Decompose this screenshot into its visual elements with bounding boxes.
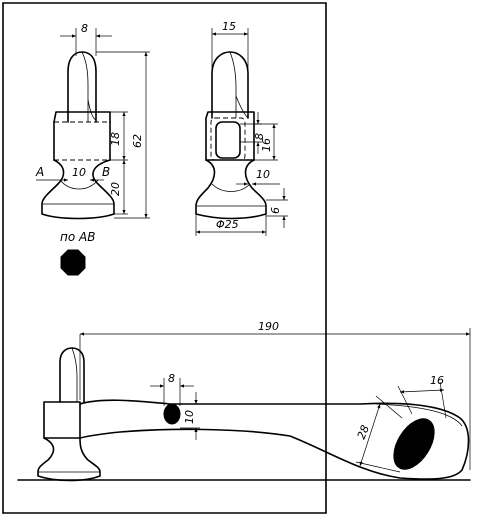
dim-top-left-base: 20: [109, 182, 122, 196]
head-side-dimensions: 8 62 18 20 A 10 B: [35, 22, 150, 219]
dim-hole-height: 10: [183, 410, 196, 424]
dim-top-right-base: 6: [269, 207, 282, 214]
head-side-view: [41, 51, 115, 220]
dim-overall-length: 190: [258, 320, 279, 333]
dim-hole-width: 8: [168, 372, 175, 385]
hammer-full-view: [17, 347, 471, 482]
section-label-b: B: [102, 165, 110, 179]
head-front-view: [195, 51, 267, 220]
dim-top-right-slot-height: 16: [260, 138, 273, 152]
section-ab: по АВ: [60, 230, 95, 276]
dim-top-left-waist: 10: [72, 166, 86, 179]
dim-top-left-collar: 18: [109, 132, 122, 146]
dim-top-right-diameter: Φ25: [216, 218, 239, 231]
slot-outline: [215, 121, 241, 159]
handle-hole: [163, 403, 181, 425]
dim-top-right-waist: 10: [256, 168, 270, 181]
dim-top-right-width: 15: [222, 20, 236, 33]
section-caption: по АВ: [60, 230, 95, 244]
hammer-full-dimensions: 190 8 10 16 28: [79, 320, 471, 473]
octagon-section: [60, 249, 86, 276]
dim-top-left-width: 8: [81, 22, 88, 35]
dim-end-width: 16: [430, 374, 444, 387]
dim-top-left-height: 62: [131, 134, 144, 148]
head-front-dimensions: 15 8 16 10 6 Φ25: [195, 20, 288, 236]
section-label-a: A: [35, 165, 44, 179]
sheet-frame: [2, 2, 327, 514]
handle-end-section: [393, 418, 435, 470]
dim-end-length: 28: [355, 423, 372, 441]
dim-top-right-slot: 8: [253, 133, 266, 140]
